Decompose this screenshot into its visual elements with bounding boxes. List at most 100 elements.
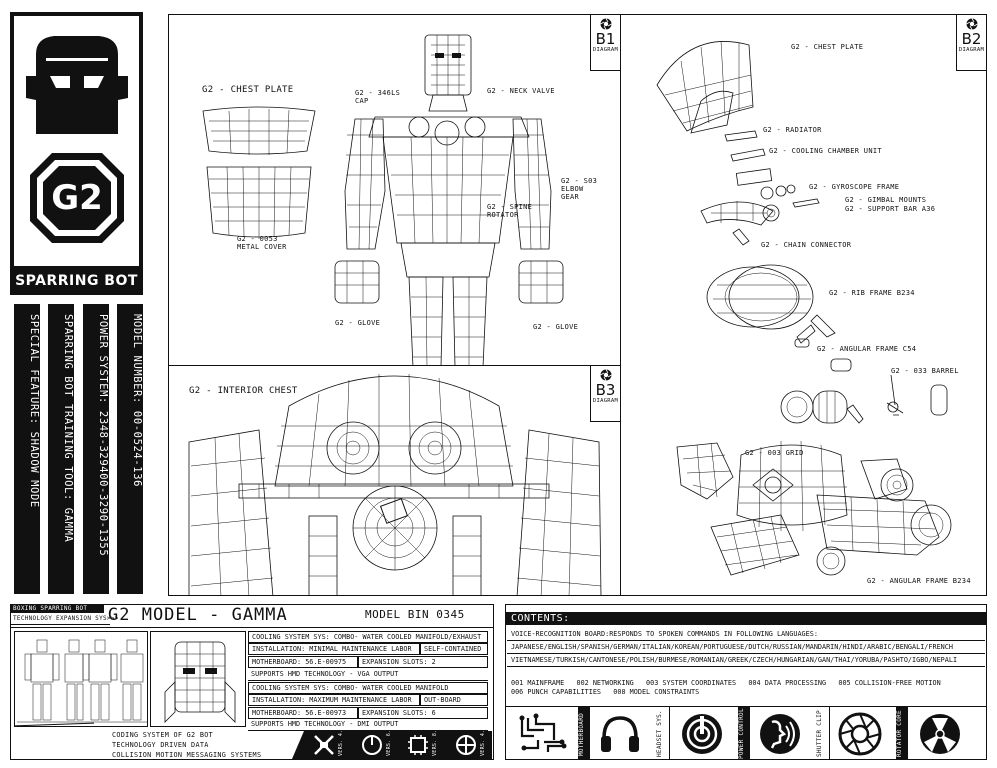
chain-connector-label: G2 - CHAIN CONNECTOR — [761, 241, 852, 249]
badge-b1: B1 DIAGRAM — [590, 15, 620, 71]
strip-bar-2 — [83, 304, 109, 594]
shutter-aperture-icon — [838, 712, 882, 756]
tech-expansion-label: TECHNOLOGY EXPANSION SYS>>> — [13, 615, 119, 622]
power-control-icon — [682, 714, 722, 754]
vers-4: VERS. 4.1 — [480, 726, 486, 756]
glove-right-label: G2 - GLOVE — [533, 323, 579, 331]
spec-row-5: COOLING SYSTEM SYS: COMBO- WATER COOLED … — [248, 682, 488, 694]
spec-row-4: SUPPORTS HMD TECHNOLOGY - VGA OUTPUT — [248, 669, 488, 681]
badge-b1-id: B1 — [595, 30, 616, 48]
interior-chest-title: G2 - INTERIOR CHEST — [189, 386, 298, 396]
g2-badge-icon — [30, 153, 124, 243]
badge-b1-label: DIAGRAM — [592, 47, 619, 53]
panel-b3: B3 DIAGRAM G2 - INTERIOR CHEST — [168, 365, 621, 596]
spec-row-6a: INSTALLATION: MAXIMUM MAINTENANCE LABOR — [248, 694, 420, 706]
model-title: G2 MODEL - GAMMA — [108, 605, 288, 625]
training-tool: SPARRING BOT TRAINING TOOL: GAMMA — [62, 314, 74, 543]
rotator-core-icon — [920, 714, 960, 754]
glove-left-label: G2 - GLOVE — [335, 319, 381, 327]
spec-row-2a: INSTALLATION: MINIMAL MAINTENANCE LABOR — [248, 643, 420, 655]
spec-row-2b: SELF-CONTAINED — [420, 643, 488, 655]
footer-line-2: TECHNOLOGY DRIVEN DATA — [112, 741, 209, 749]
spine-rotator-label: G2 - SPINE ROTATOR — [487, 203, 533, 219]
grid-label: G2 - 003 GRID — [745, 449, 804, 457]
headset-icon — [601, 716, 639, 752]
spec-row-6b: OUT-BOARD — [420, 694, 488, 706]
sparring-bot-title: SPARRING BOT — [15, 273, 138, 289]
vers-3: VERS. 8.1 — [432, 726, 438, 756]
aperture-icon — [600, 369, 612, 381]
aperture-icon — [600, 18, 612, 30]
crossed-swords-icon — [314, 735, 334, 755]
spec-row-3b: EXPANSION SLOTS: 2 — [358, 656, 488, 668]
neck-valve-label: G2 - NECK VALVE — [487, 87, 555, 95]
spec-row-7a: MOTHERBOARD: 56.E-00973 — [248, 707, 358, 719]
gyroscope-frame-label: G2 - GYROSCOPE FRAME — [809, 183, 900, 191]
headset-label: HEADSET SYS. — [656, 710, 663, 758]
support-bar-label: G2 - SUPPORT BAR A36 — [845, 205, 936, 213]
footer-line-3: COLLISION MOTION MESSAGING SYSTEMS — [112, 751, 262, 759]
voice-line: VOICE-RECOGNITION BOARD:RESPONDS TO SPOK… — [511, 630, 818, 638]
radiator-label: G2 - RADIATOR — [763, 126, 822, 134]
motherboard-label: MOTHERBOARD — [578, 712, 585, 756]
badge-b3-label: DIAGRAM — [592, 398, 619, 404]
badge-b2-label: DIAGRAM — [958, 47, 985, 53]
cooling-chamber-label: G2 - COOLING CHAMBER UNIT — [769, 147, 882, 155]
model-panel — [10, 604, 494, 760]
vers-2: VERS. 6.7 — [386, 726, 392, 756]
barrel-label: G2 - 033 BARREL — [891, 367, 959, 375]
spec-row-8: SUPPORTS HMD TECHNOLOGY - DMI OUTPUT — [248, 719, 488, 731]
badge-b3-id: B3 — [595, 381, 616, 399]
badge-b2: B2 DIAGRAM — [956, 15, 986, 71]
shutter-clip-label: SHUTTER CLIP — [816, 710, 823, 758]
languages-line-1: JAPANESE/ENGLISH/SPANISH/GERMAN/ITALIAN/… — [511, 643, 953, 651]
vers-1: VERS. 4.5 — [338, 726, 344, 756]
power-control-label: POWER CONTROL — [738, 708, 745, 760]
angular-frame-b234-label: G2 - ANGULAR FRAME B234 — [867, 577, 971, 585]
chip-icon — [408, 735, 428, 755]
elbow-gear-label: G2 - S03 ELBOW GEAR — [561, 177, 598, 201]
metal-cover-label: G2 - 0053 METAL COVER — [237, 235, 287, 251]
interior-chest-diagram — [188, 373, 602, 595]
exploded-parts-diagram — [656, 40, 952, 576]
badge-b2-id: B2 — [961, 30, 982, 48]
crosshair-icon — [456, 735, 476, 755]
face-thumbnail — [150, 631, 246, 727]
contents-items-1: 001 MAINFRAME 002 NETWORKING 003 SYSTEM … — [511, 679, 941, 687]
footer-line-1: CODING SYSTEM OF G2 BOT — [112, 731, 214, 739]
rib-frame-label: G2 - RIB FRAME B234 — [829, 289, 915, 297]
contents-items-2: 006 PUNCH CAPABILITIES 008 MODEL CONSTRA… — [511, 688, 700, 696]
model-number: MODEL NUMBER: 00-0524-136 — [131, 314, 143, 488]
spec-row-3a: MOTHERBOARD: 56.E-00975 — [248, 656, 358, 668]
panel-b2: B2 DIAGRAM — [620, 14, 987, 596]
robot-face-diagram — [164, 641, 236, 723]
aperture-icon — [966, 18, 978, 30]
voice-icon — [760, 714, 800, 754]
robot-front-diagram — [202, 34, 564, 368]
robot-views-thumbnail — [14, 631, 148, 727]
rotator-core-label: ROTATOR CORE — [896, 710, 903, 758]
b2-chest-plate-label: G2 - CHEST PLATE — [791, 43, 864, 51]
b1-chest-plate-label: G2 - CHEST PLATE — [202, 85, 294, 95]
strip-bar-3 — [48, 304, 74, 594]
languages-line-2: VIETNAMESE/TURKISH/CANTONESE/POLISH/BURM… — [511, 656, 958, 664]
logo-inner: G2 — [14, 16, 139, 266]
badge-b3: B3 DIAGRAM — [590, 366, 620, 422]
spec-row-7b: EXPANSION SLOTS: 6 — [358, 707, 488, 719]
model-bin: MODEL BIN 0345 — [365, 608, 465, 621]
robot-head-icon — [26, 36, 128, 134]
panel-b1: B1 DIAGRAM G2 - CHES — [168, 14, 621, 368]
motherboard-icon — [519, 713, 567, 752]
contents-heading: CONTENTS: — [511, 613, 570, 624]
robot-views-diagram — [17, 639, 147, 723]
boxing-sparring-label: BOXING SPARRING BOT — [13, 605, 88, 612]
strip-bar-4 — [14, 304, 40, 594]
cap-label: G2 - 346LS CAP — [355, 89, 401, 105]
logo-text: G2 — [51, 178, 103, 218]
power-system: POWER SYSTEM: 2348-329400-3290-1355 — [97, 314, 109, 557]
spec-row-1: COOLING SYSTEM SYS: COMBO- WATER COOLED … — [248, 631, 488, 643]
strip-bar-1 — [117, 304, 143, 594]
special-feature: SPECIAL FEATURE: SHADOW MODE — [28, 314, 40, 508]
angular-frame-c54-label: G2 - ANGULAR FRAME C54 — [817, 345, 917, 353]
gimbal-mounts-label: G2 - GIMBAL MOUNTS — [845, 196, 927, 204]
